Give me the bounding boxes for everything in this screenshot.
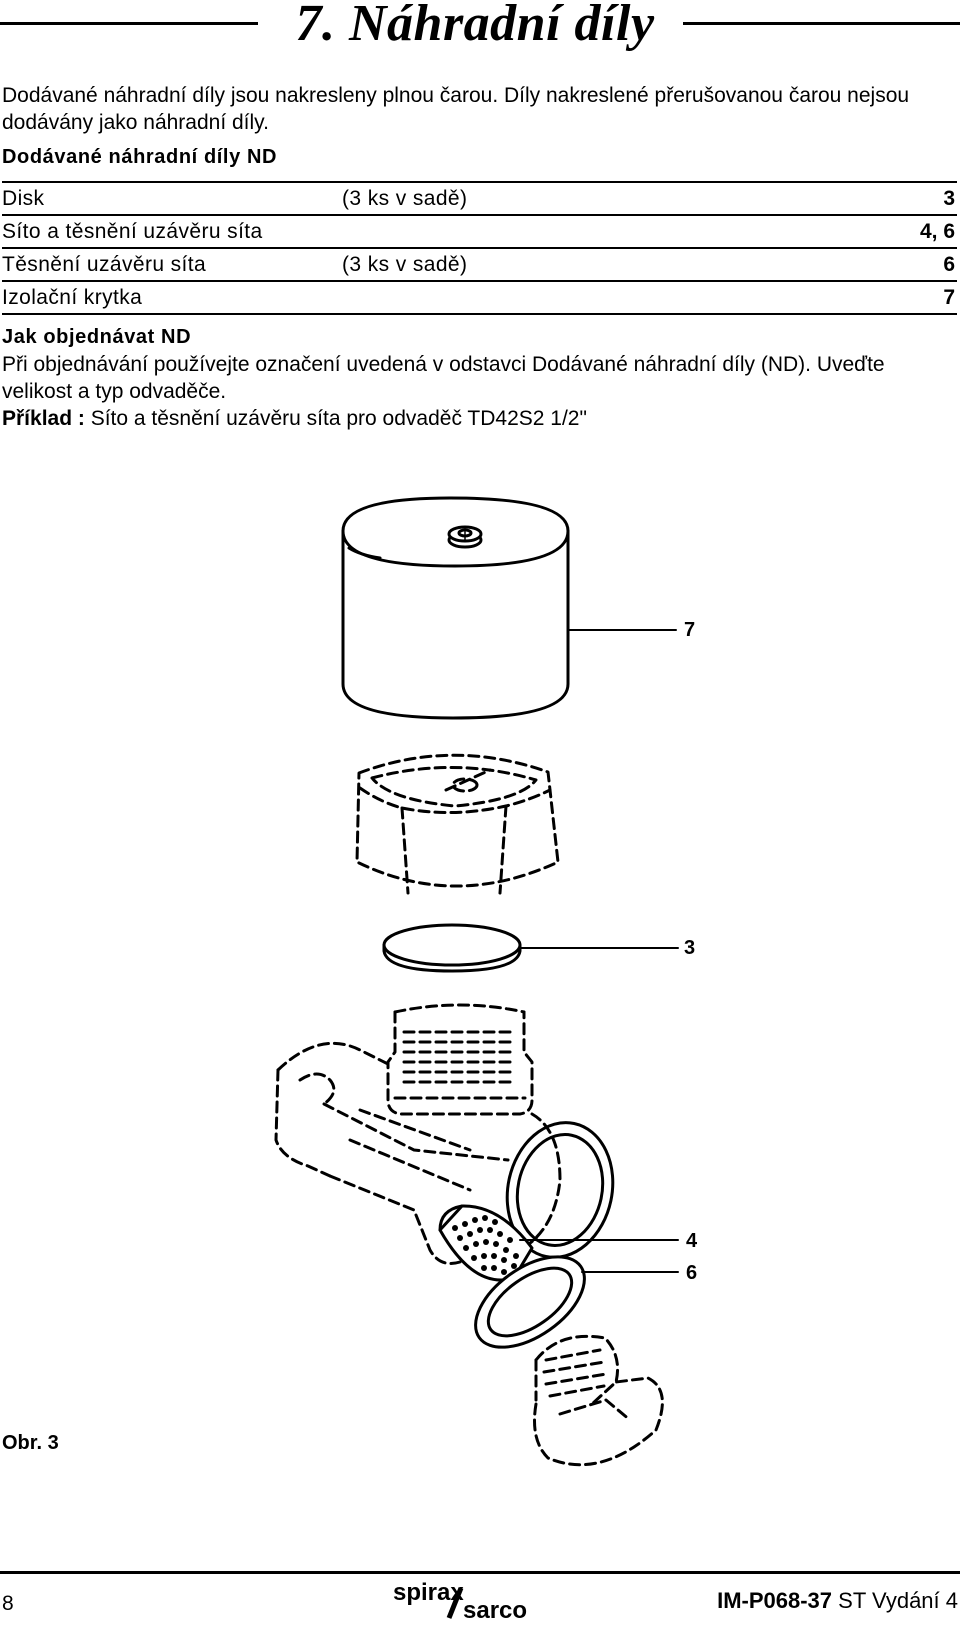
trap-body-dashed [274, 1003, 562, 1265]
cap-gasket-drawing [474, 1255, 586, 1349]
exploded-parts-figure [274, 496, 679, 1467]
part-ref: 4, 6 [762, 214, 957, 248]
figure-caption: Obr. 3 [2, 1432, 59, 1454]
disk-drawing [382, 923, 522, 973]
part-note [342, 214, 762, 248]
strainer-cap-dashed [533, 1334, 664, 1467]
hex-cap-dashed [355, 753, 560, 895]
part-note: (3 ks v sadě) [342, 181, 762, 215]
example-label: Příklad : [2, 407, 85, 430]
part-name: Těsnění uzávěru síta [2, 247, 342, 281]
callout-3: 3 [684, 937, 696, 959]
callout-4: 4 [686, 1230, 698, 1252]
part-ref: 6 [762, 247, 957, 281]
body-outlet-drawing [505, 1121, 615, 1259]
doc-code: IM-P068-37 [717, 1588, 833, 1613]
table-row: Těsnění uzávěru síta (3 ks v sadě) 6 [2, 247, 957, 281]
spirax-sarco-logo: spirax sarco [393, 1582, 527, 1622]
order-paragraph: Při objednávání používejte označení uved… [2, 353, 885, 403]
part-name: Síto a těsnění uzávěru síta [2, 214, 342, 248]
title-rule-right [683, 22, 960, 25]
parts-heading: Dodávané náhradní díly ND [2, 146, 278, 168]
svg-text:spirax: spirax [393, 1582, 464, 1606]
table-row: Síto a těsnění uzávěru síta 4, 6 [2, 214, 957, 248]
example-text: Síto a těsnění uzávěru síta pro odvaděč … [84, 407, 587, 430]
callout-6: 6 [686, 1262, 698, 1284]
intro-paragraph: Dodávané náhradní díly jsou nakresleny p… [2, 84, 910, 134]
table-row: Disk (3 ks v sadě) 3 [2, 181, 957, 215]
part-name: Izolační krytka [2, 280, 342, 315]
parts-table: Disk (3 ks v sadě) 3 Síto a těsnění uzáv… [2, 181, 957, 315]
example-line: Příklad : Síto a těsnění uzávěru síta pr… [2, 405, 957, 432]
strainer-screen-drawing [438, 1204, 534, 1282]
part-note: (3 ks v sadě) [342, 247, 762, 281]
part-note [342, 280, 762, 315]
part-ref: 3 [762, 181, 957, 215]
footer-rule [0, 1571, 960, 1574]
callout-7: 7 [684, 619, 696, 641]
section-title-bar: 7. Náhradní díly [0, 0, 960, 60]
svg-text:sarco: sarco [463, 1597, 527, 1622]
insulating-cap-drawing [341, 496, 570, 720]
title-rule-left [0, 22, 258, 25]
part-name: Disk [2, 181, 342, 215]
doc-edition: ST Vydání 4 [832, 1588, 958, 1613]
order-heading: Jak objednávat ND [2, 326, 192, 348]
section-title: 7. Náhradní díly [295, 0, 655, 52]
table-row: Izolační krytka 7 [2, 280, 957, 315]
page-number: 8 [2, 1592, 14, 1615]
document-id: IM-P068-37 ST Vydání 4 [717, 1588, 958, 1614]
part-ref: 7 [762, 280, 957, 315]
